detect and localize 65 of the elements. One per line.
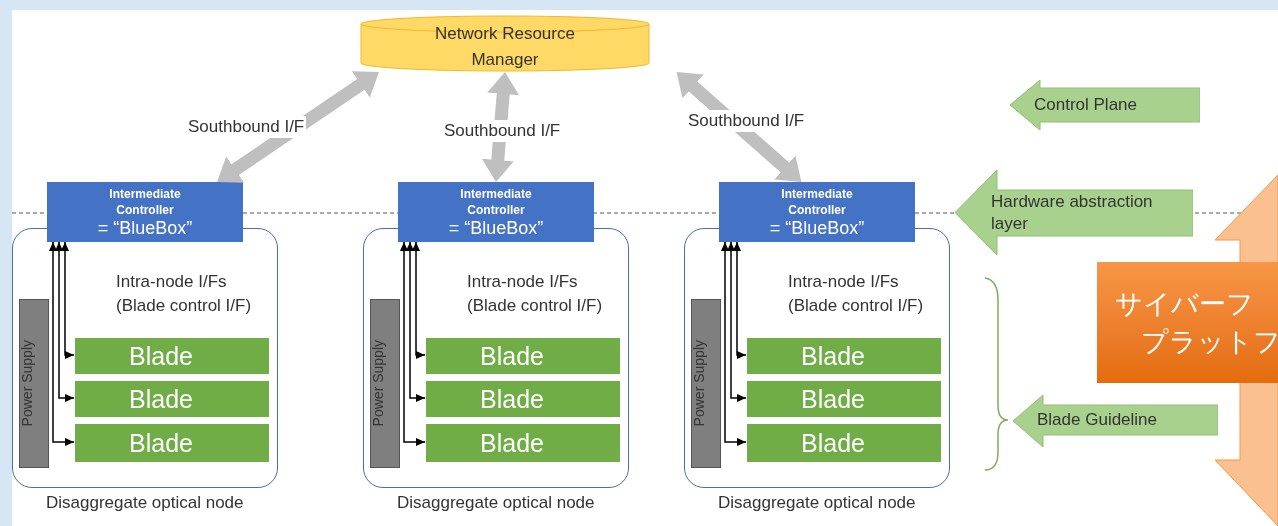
node-caption: Disaggregate optical node bbox=[46, 492, 244, 514]
interface-arrow bbox=[676, 72, 802, 182]
interface-label: Intra-node I/Fs (Blade control I/F) bbox=[467, 271, 604, 317]
controller-box bbox=[719, 182, 915, 242]
layer-label: Blade Guideline bbox=[1037, 409, 1158, 431]
control-arrow bbox=[406, 241, 426, 402]
database-cylinder bbox=[360, 15, 650, 72]
blade-box bbox=[75, 381, 269, 417]
layer-callout bbox=[1010, 80, 1200, 130]
node-caption: Disaggregate optical node bbox=[397, 492, 595, 514]
control-arrow bbox=[55, 241, 75, 402]
controller-label: Intermediate Controller bbox=[780, 186, 854, 218]
node-label: Network Resource Manager bbox=[434, 22, 576, 71]
control-arrow bbox=[412, 241, 426, 359]
layer-callout bbox=[1013, 395, 1218, 447]
blade-label: Blade bbox=[480, 385, 544, 413]
control-arrow bbox=[49, 241, 75, 446]
blade-box bbox=[426, 381, 620, 417]
blade-label: Blade bbox=[801, 342, 865, 370]
interface-arrow bbox=[217, 71, 379, 183]
control-arrow bbox=[400, 241, 426, 446]
layer-label: Control Plane bbox=[1034, 94, 1137, 116]
blade-label: Blade bbox=[801, 385, 865, 413]
controller-label: = “BlueBox” bbox=[448, 218, 544, 238]
blade-box bbox=[75, 338, 269, 374]
power-supply-box bbox=[19, 299, 49, 468]
blade-label: Blade bbox=[480, 342, 544, 370]
control-arrow bbox=[727, 241, 747, 402]
controller-label: Intermediate Controller bbox=[459, 186, 533, 218]
edge-label: Southbound I/F bbox=[686, 110, 807, 132]
edge-label: Southbound I/F bbox=[442, 120, 563, 142]
controller-box bbox=[47, 182, 243, 242]
platform-label: プラットフ bbox=[1140, 324, 1278, 359]
control-arrow bbox=[733, 241, 747, 359]
power-supply-label: Power Supply bbox=[371, 340, 387, 427]
blade-box bbox=[747, 424, 941, 462]
power-supply-box bbox=[370, 299, 400, 468]
layer-callout bbox=[955, 170, 1193, 255]
power-supply-label: Power Supply bbox=[692, 340, 708, 427]
layer-label: Hardware abstraction layer bbox=[991, 191, 1154, 235]
blade-box bbox=[426, 338, 620, 374]
blade-box bbox=[75, 424, 269, 462]
platform-box bbox=[1097, 262, 1278, 383]
platform-label: サイバーフ bbox=[1115, 286, 1255, 321]
controller-label: Intermediate Controller bbox=[108, 186, 182, 218]
control-arrow bbox=[61, 241, 75, 359]
blade-label: Blade bbox=[129, 342, 193, 370]
edge-label: Southbound I/F bbox=[186, 116, 307, 138]
blade-box bbox=[747, 338, 941, 374]
node-caption: Disaggregate optical node bbox=[718, 492, 916, 514]
controller-label: = “BlueBox” bbox=[769, 218, 865, 238]
blade-label: Blade bbox=[129, 385, 193, 413]
blade-label: Blade bbox=[129, 429, 193, 457]
blade-box bbox=[426, 424, 620, 462]
blade-box bbox=[747, 381, 941, 417]
blade-label: Blade bbox=[480, 429, 544, 457]
interface-arrow bbox=[481, 72, 520, 182]
blade-label: Blade bbox=[801, 429, 865, 457]
power-supply-label: Power Supply bbox=[20, 340, 36, 427]
power-supply-box bbox=[691, 299, 721, 468]
interface-label: Intra-node I/Fs (Blade control I/F) bbox=[116, 271, 253, 317]
control-arrow bbox=[721, 241, 747, 446]
interface-label: Intra-node I/Fs (Blade control I/F) bbox=[788, 271, 925, 317]
controller-label: = “BlueBox” bbox=[97, 218, 193, 238]
controller-box bbox=[398, 182, 594, 242]
